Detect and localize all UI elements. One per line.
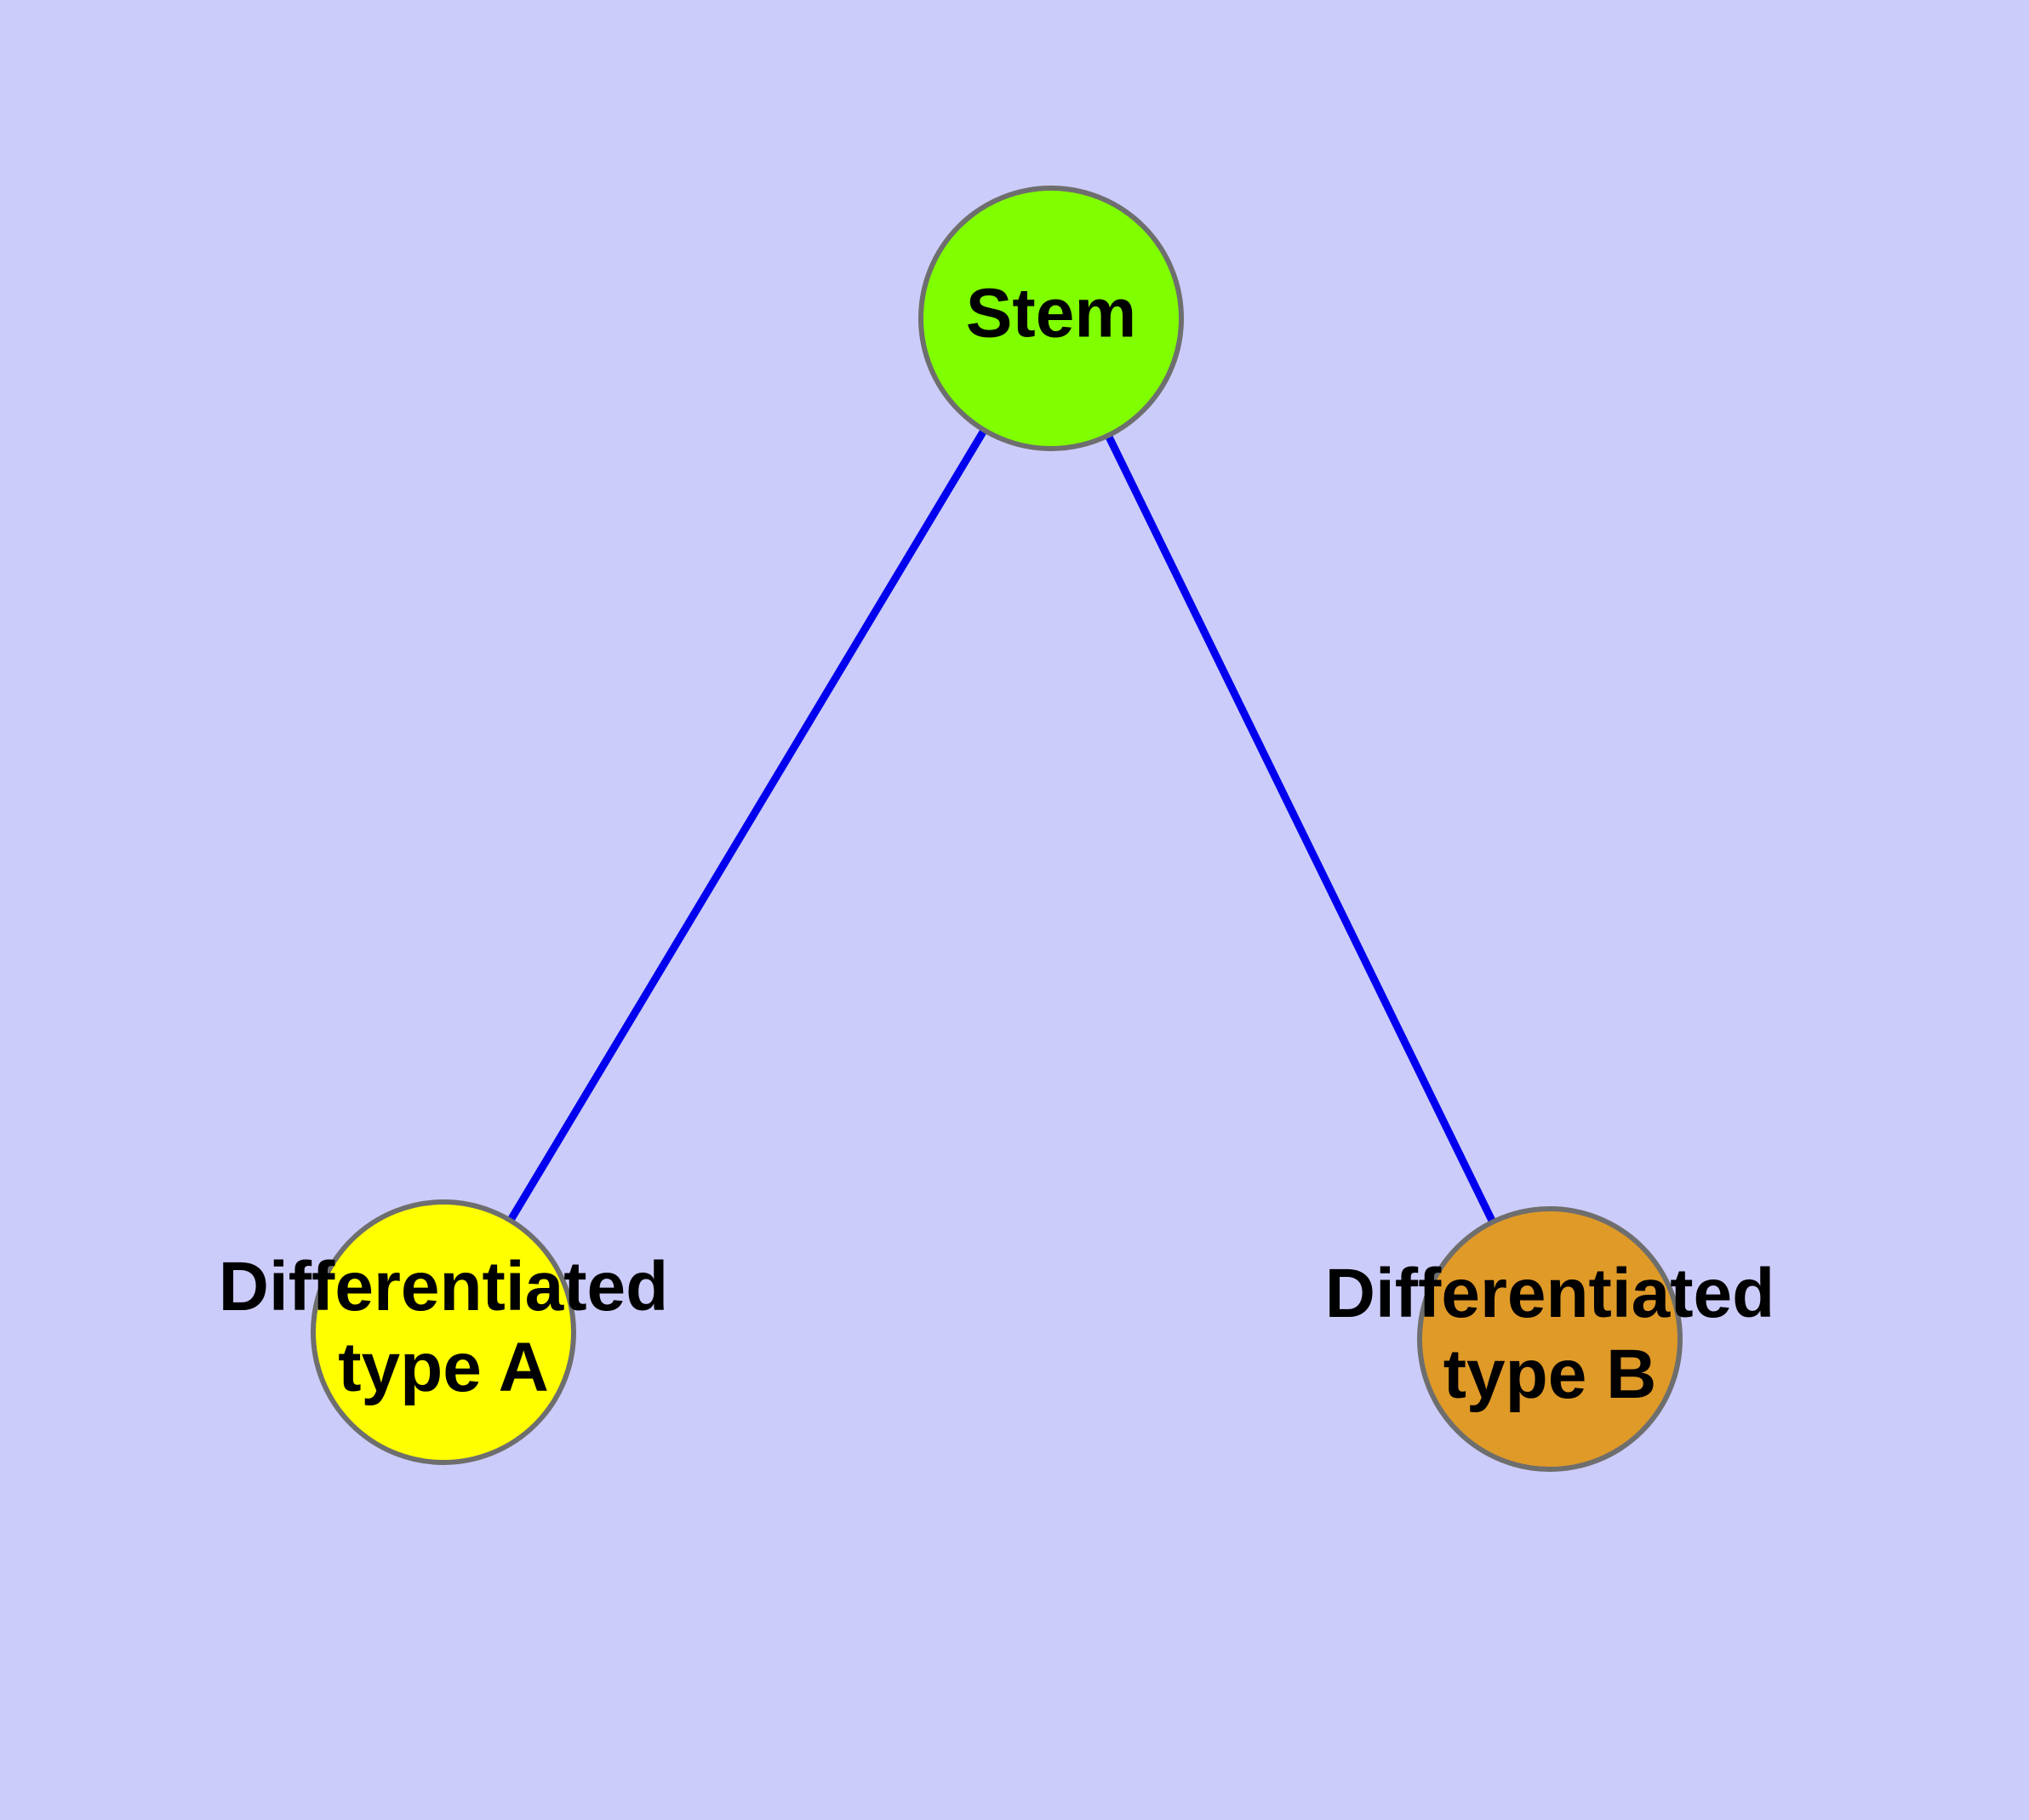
node-label-stem: Stem [966, 275, 1137, 352]
node-diff_b[interactable] [1417, 1206, 1683, 1472]
node-label-diff_b-line-1: Differentiated [1325, 1255, 1775, 1332]
node-stem[interactable] [918, 186, 1184, 451]
node-label-stem-line-1: Stem [966, 275, 1137, 352]
edge-stem-to-diff_b[interactable] [1100, 426, 1500, 1232]
edge-stem-to-diff_a[interactable] [502, 421, 992, 1230]
nodes-layer [311, 186, 1683, 1472]
node-label-diff_a-line-1: Differentiated [219, 1248, 669, 1325]
node-label-diff_b-line-2: type B [1443, 1336, 1657, 1413]
edges-layer [502, 421, 1500, 1232]
node-diff_a[interactable] [311, 1199, 576, 1465]
node-label-diff_a-line-2: type A [338, 1329, 549, 1406]
